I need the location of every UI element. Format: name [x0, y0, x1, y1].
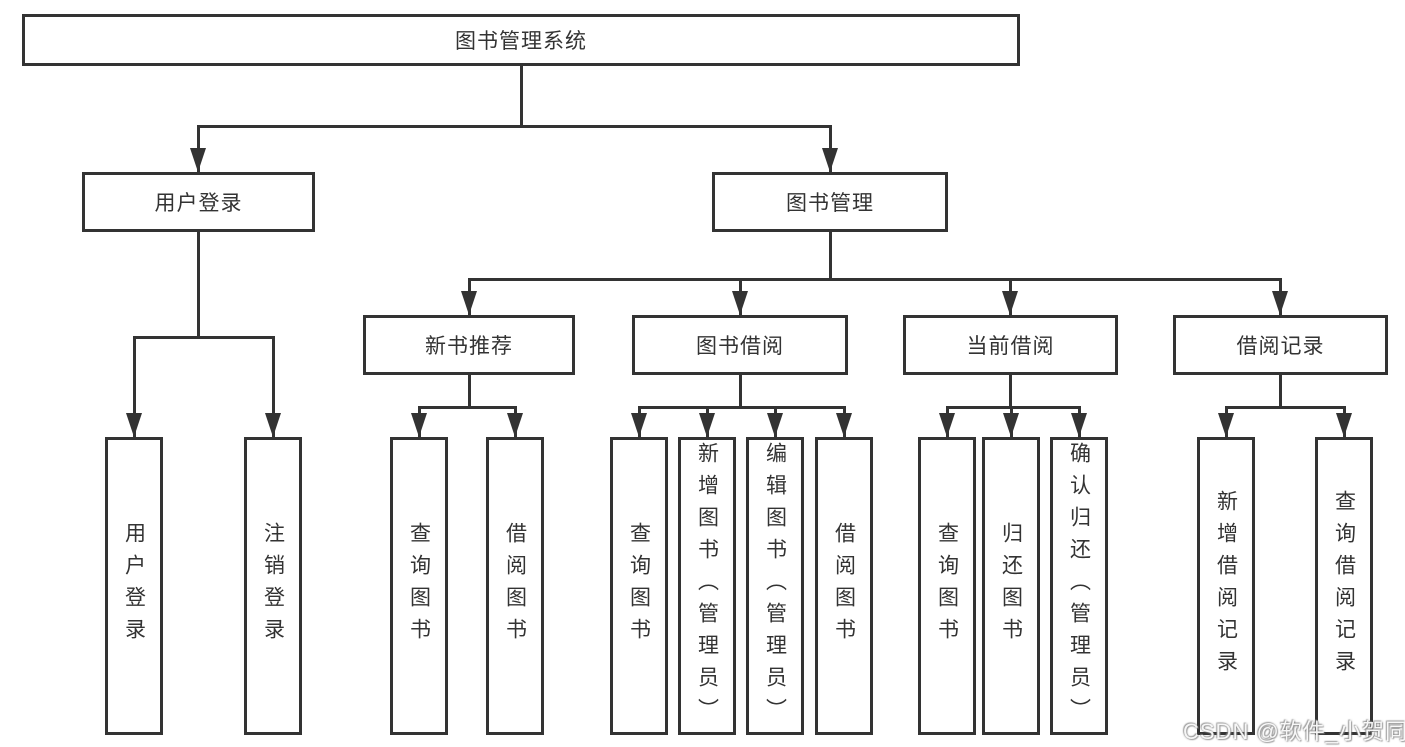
- connector-line: [197, 125, 831, 128]
- leaf-borrow-book-recommend: 借阅图书: [486, 437, 544, 735]
- arrowhead-icon: [767, 413, 783, 437]
- connector-line: [133, 336, 275, 339]
- connector-line: [829, 232, 832, 281]
- csdn-watermark: CSDN @软件_小贺同学: [1183, 719, 1405, 744]
- leaf-user-login: 用户登录: [105, 437, 163, 735]
- arrowhead-icon: [1002, 291, 1018, 315]
- connector-line: [638, 406, 846, 409]
- connector-line: [197, 232, 200, 339]
- arrowhead-icon: [699, 413, 715, 437]
- arrowhead-icon: [265, 413, 281, 437]
- arrowhead-icon: [1218, 413, 1234, 437]
- connector-line: [1009, 375, 1012, 409]
- node-current-borrow: 当前借阅: [903, 315, 1118, 375]
- arrowhead-icon: [190, 148, 206, 172]
- connector-line: [1279, 375, 1282, 409]
- leaf-query-borrow-record: 查询借阅记录: [1315, 437, 1373, 735]
- arrowhead-icon: [411, 413, 427, 437]
- arrowhead-icon: [939, 413, 955, 437]
- leaf-return-book: 归还图书: [982, 437, 1040, 735]
- connector-line: [739, 375, 742, 409]
- connector-line: [272, 336, 275, 437]
- arrowhead-icon: [822, 148, 838, 172]
- leaf-query-book-current: 查询图书: [918, 437, 976, 735]
- leaf-edit-book-admin: 编辑图书（管理员）: [746, 437, 804, 735]
- connector-line: [468, 375, 471, 409]
- node-library-management-system: 图书管理系统: [22, 14, 1020, 66]
- connector-line: [468, 278, 1282, 281]
- arrowhead-icon: [507, 413, 523, 437]
- leaf-borrow-book: 借阅图书: [815, 437, 873, 735]
- node-user-login: 用户登录: [82, 172, 315, 232]
- arrowhead-icon: [732, 291, 748, 315]
- node-book-management: 图书管理: [712, 172, 948, 232]
- node-borrow-records: 借阅记录: [1173, 315, 1388, 375]
- leaf-add-borrow-record: 新增借阅记录: [1197, 437, 1255, 735]
- arrowhead-icon: [1336, 413, 1352, 437]
- node-new-book-recommend: 新书推荐: [363, 315, 575, 375]
- node-book-borrow: 图书借阅: [632, 315, 848, 375]
- arrowhead-icon: [631, 413, 647, 437]
- leaf-query-book-borrow: 查询图书: [610, 437, 668, 735]
- arrowhead-icon: [1071, 413, 1087, 437]
- connector-line: [1225, 406, 1345, 409]
- leaf-logout: 注销登录: [244, 437, 302, 735]
- connector-line: [520, 66, 523, 126]
- arrowhead-icon: [1272, 291, 1288, 315]
- connector-line: [133, 336, 136, 437]
- leaf-add-book-admin: 新增图书（管理员）: [678, 437, 736, 735]
- leaf-query-book-recommend: 查询图书: [390, 437, 448, 735]
- arrowhead-icon: [126, 413, 142, 437]
- arrowhead-icon: [1003, 413, 1019, 437]
- arrowhead-icon: [461, 291, 477, 315]
- arrowhead-icon: [836, 413, 852, 437]
- leaf-confirm-return-admin: 确认归还（管理员）: [1050, 437, 1108, 735]
- connector-line: [418, 406, 517, 409]
- connector-line: [946, 406, 1081, 409]
